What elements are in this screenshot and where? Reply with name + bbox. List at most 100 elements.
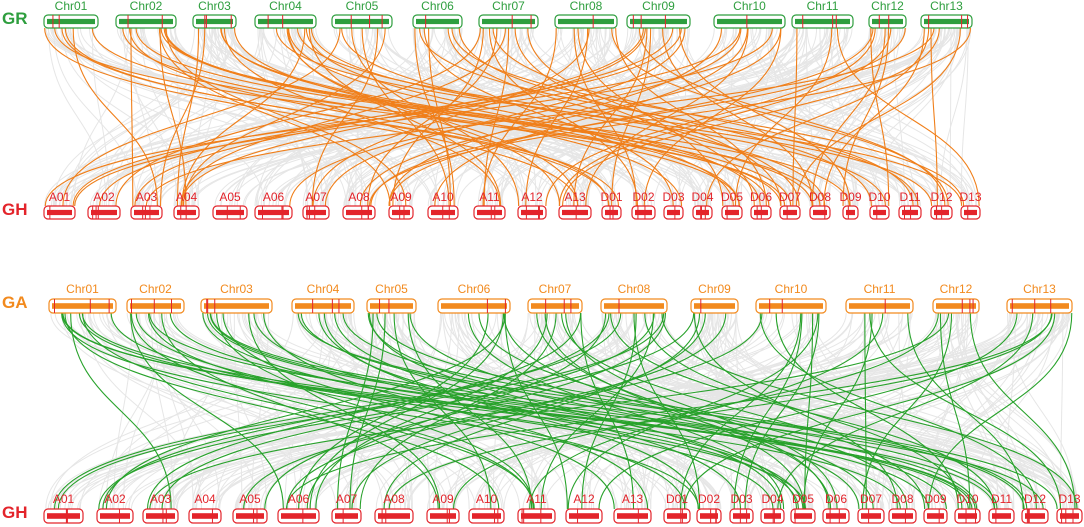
highlighted-link <box>370 27 906 207</box>
background-link <box>911 312 1070 510</box>
chromosome-bottom-A07 <box>302 205 330 220</box>
chromosome-body <box>482 18 535 25</box>
chromosome-bottom-D05 <box>790 508 816 524</box>
background-link <box>215 312 558 510</box>
background-link <box>744 312 979 510</box>
chromosome-label: A05 <box>219 190 241 204</box>
background-link <box>834 27 916 207</box>
highlighted-link <box>222 312 615 510</box>
highlighted-link <box>823 27 925 207</box>
highlighted-link <box>82 312 535 510</box>
chromosome-label: D09 <box>924 492 946 506</box>
chromosome-body <box>521 209 543 216</box>
highlighted-link <box>392 27 484 207</box>
genome-label-ga: GA <box>2 293 28 312</box>
chromosome-top-Chr02 <box>126 298 185 314</box>
background-link <box>255 27 507 207</box>
chromosome-label: A11 <box>526 492 547 506</box>
chromosome-body <box>1060 513 1079 519</box>
chromosome-body <box>861 513 881 519</box>
chromosome-label: Chr10 <box>775 282 808 296</box>
chromosome-body <box>47 18 95 25</box>
chromosome-label: A01 <box>49 190 71 204</box>
chromosome-body <box>91 209 117 216</box>
chromosome-top-Chr02 <box>115 14 177 29</box>
chromosome-body <box>764 513 781 519</box>
chromosome-body <box>130 303 181 309</box>
background-link <box>161 27 764 207</box>
chromosome-label: D06 <box>825 492 847 506</box>
background-link <box>176 312 648 510</box>
chromosome-label: D03 <box>662 190 684 204</box>
chromosome-label: D11 <box>899 190 920 204</box>
chromosome-label: D07 <box>860 492 882 506</box>
highlighted-link <box>72 27 674 207</box>
chromosome-top-Chr08 <box>554 14 618 29</box>
background-link <box>454 312 1016 510</box>
chromosome-body <box>873 209 886 216</box>
chromosome-label: D08 <box>891 492 913 506</box>
highlighted-link <box>130 312 284 510</box>
chromosome-body <box>1025 513 1045 519</box>
chromosome-bottom-A02 <box>96 508 134 524</box>
chromosome-label: D12 <box>1024 492 1046 506</box>
chromosome-label: D03 <box>730 492 752 506</box>
highlighted-link <box>930 27 938 207</box>
chromosome-label: Chr11 <box>807 0 839 13</box>
chromosome-bottom-D02 <box>696 508 722 524</box>
highlighted-link <box>388 312 1052 510</box>
background-link <box>208 27 402 207</box>
chromosome-body <box>936 303 976 309</box>
highlighted-link <box>305 27 761 207</box>
chromosome-bottom-A05 <box>212 205 248 220</box>
background-link <box>443 312 1061 510</box>
chromosome-label: A08 <box>348 190 370 204</box>
chromosome-label: Chr04 <box>269 0 302 13</box>
background-link <box>796 312 828 510</box>
chromosome-body <box>558 18 614 25</box>
background-link <box>610 312 897 510</box>
highlighted-link <box>105 312 506 510</box>
background-link <box>960 27 969 207</box>
highlighted-link <box>202 312 800 510</box>
highlighted-link <box>514 27 755 207</box>
chromosome-label: Chr11 <box>864 282 896 296</box>
background-link <box>643 27 970 207</box>
background-link <box>128 312 612 510</box>
chromosome-label: Chr06 <box>421 0 454 13</box>
chromosome-body <box>119 18 173 25</box>
chromosome-body <box>562 209 588 216</box>
chromosome-top-Chr11 <box>845 298 914 314</box>
chromosome-label: D10 <box>956 492 978 506</box>
highlighted-link <box>414 27 455 207</box>
chromosome-body <box>826 513 846 519</box>
chromosome-body <box>846 209 855 216</box>
chromosome-bottom-D03 <box>663 205 684 220</box>
background-link <box>49 312 325 510</box>
highlighted-link <box>638 27 946 207</box>
chromosome-label: D11 <box>991 492 1012 506</box>
chromosome-bottom-A09 <box>388 205 414 220</box>
highlighted-link <box>310 27 887 207</box>
chromosome-top-Chr01 <box>48 298 117 314</box>
highlighted-link <box>349 312 386 510</box>
highlighted-link <box>180 27 646 207</box>
highlighted-link <box>558 27 892 207</box>
highlighted-link <box>573 27 648 207</box>
background-link <box>45 312 387 510</box>
background-link <box>373 27 561 207</box>
chromosome-label: Chr09 <box>642 0 675 13</box>
chromosome-body <box>196 18 233 25</box>
highlighted-link <box>409 312 874 510</box>
highlighted-link <box>451 27 965 207</box>
background-link <box>794 27 972 207</box>
chromosome-top-Chr07 <box>527 298 583 314</box>
background-link <box>70 27 561 207</box>
highlighted-link <box>312 27 590 207</box>
chromosome-label: A06 <box>288 492 310 506</box>
chromosome-bottom-A07 <box>331 508 362 524</box>
chromosome-bottom-D01 <box>663 508 691 524</box>
chromosome-label: Chr13 <box>1023 282 1056 296</box>
chromosome-label: A10 <box>476 492 498 506</box>
highlighted-link <box>102 312 610 510</box>
